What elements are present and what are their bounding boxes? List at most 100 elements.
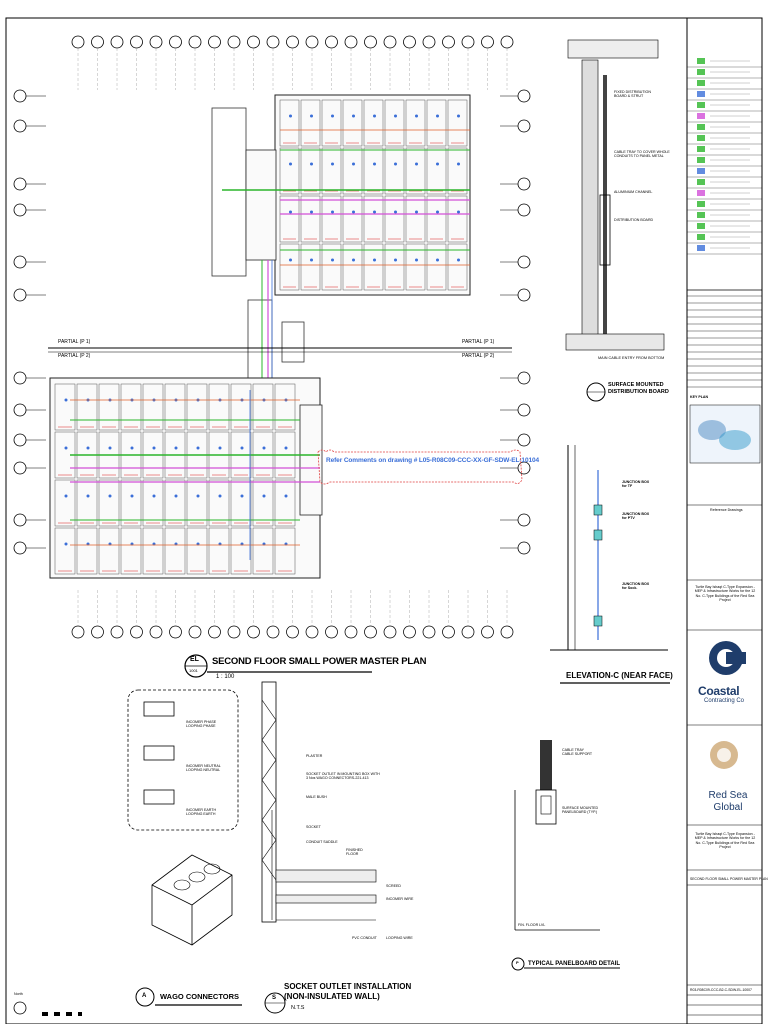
grid-bubble xyxy=(227,625,241,639)
room xyxy=(120,527,142,575)
legend-symbol xyxy=(697,102,705,108)
project-desc-top: Turtle Bay Ishaqt C-Type Expansion - MEP… xyxy=(694,585,756,603)
grid-bubble xyxy=(13,433,27,447)
room xyxy=(342,243,363,291)
room xyxy=(426,243,447,291)
grid-bubble xyxy=(517,203,531,217)
socket-symbol xyxy=(289,114,292,118)
room xyxy=(54,383,76,431)
socket-symbol xyxy=(436,210,439,214)
socket-symbol xyxy=(415,210,418,214)
legend-symbol xyxy=(697,135,705,141)
room xyxy=(164,383,186,431)
grid-bubble xyxy=(149,625,163,639)
grid-bubble xyxy=(266,625,280,639)
grid-bubble xyxy=(403,625,416,639)
socket-symbol xyxy=(457,210,460,214)
db-label-fixed: FIXED DISTRIBUTION BOARD & STRUT xyxy=(614,90,651,99)
grid-bubble xyxy=(266,35,280,49)
db-label-tray: CABLE TRAY TO COVER WHOLE CONDUITS TO PA… xyxy=(614,150,670,159)
grid-bubble xyxy=(517,541,531,555)
socket-label-saddle: CONDUIT SADDLE xyxy=(306,840,338,844)
room xyxy=(300,195,321,243)
grid-bubble xyxy=(364,35,377,49)
grid-bubble xyxy=(305,625,319,639)
room xyxy=(274,527,296,575)
legend-symbol xyxy=(697,234,705,240)
grid-bubble xyxy=(344,625,358,639)
room xyxy=(342,147,363,195)
grid-bubble xyxy=(517,177,531,191)
grid-bubble xyxy=(13,255,27,269)
socket-symbol xyxy=(174,494,178,498)
room xyxy=(363,195,384,243)
socket-symbol xyxy=(394,114,397,118)
socket-symbol xyxy=(196,446,200,450)
room xyxy=(279,243,300,291)
socket-symbol xyxy=(373,258,376,262)
grid-bubble xyxy=(305,35,319,49)
socket-symbol xyxy=(289,210,292,214)
socket-symbol xyxy=(394,210,397,214)
lower-building-plan xyxy=(49,377,323,579)
socket-symbol xyxy=(310,162,313,166)
grid-bubble xyxy=(422,35,436,49)
grid-bubble xyxy=(13,403,27,417)
grid-bubble xyxy=(481,35,494,49)
room xyxy=(76,383,98,431)
plan-tag-bottom: 1001 xyxy=(189,668,198,673)
panelboard-tag: P xyxy=(516,960,519,965)
grid-bubble xyxy=(169,35,182,49)
grid-bubbles-left xyxy=(13,89,46,555)
wago-title: WAGO CONNECTORS xyxy=(160,992,240,1001)
socket-symbol xyxy=(130,494,134,498)
reference-heading: Reference Drawings xyxy=(710,508,743,512)
elevation-c-detail xyxy=(550,445,670,684)
socket-symbol xyxy=(289,258,292,262)
room xyxy=(230,527,252,575)
elevation-title: ELEVATION-C (NEAR FACE) xyxy=(566,671,673,680)
room xyxy=(279,195,300,243)
grid-bubble xyxy=(517,403,531,417)
wago-label-earth: INCOMER EARTH LOOPING EARTH xyxy=(186,808,217,817)
room xyxy=(54,527,76,575)
room xyxy=(164,479,186,527)
socket-symbol xyxy=(352,114,355,118)
socket-symbol xyxy=(331,258,334,262)
legend-symbol xyxy=(697,80,705,86)
grid-bubble xyxy=(13,541,27,555)
socket-label-looping: LOOPING WIRE xyxy=(386,936,413,940)
room xyxy=(342,99,363,147)
socket-symbol xyxy=(86,494,90,498)
socket-symbol xyxy=(394,258,397,262)
grid-bubble xyxy=(13,371,27,385)
socket-symbol xyxy=(373,162,376,166)
room xyxy=(405,243,426,291)
grid-bubble xyxy=(13,513,27,527)
db-label-channel: ALUMINIUM CHANNEL xyxy=(614,190,653,194)
room xyxy=(208,527,230,575)
drawing-number: R03-R08C09-CCC-B2-C-SDW-EL-10007 xyxy=(690,988,752,992)
socket-symbol xyxy=(352,258,355,262)
grid-bubble xyxy=(13,89,27,103)
grid-bubble xyxy=(500,625,514,639)
room xyxy=(279,99,300,147)
room xyxy=(426,195,447,243)
grid-bubble xyxy=(91,35,104,49)
grid-bubble xyxy=(71,625,85,639)
room xyxy=(98,383,120,431)
grid-bubble xyxy=(110,625,124,639)
grid-bubble xyxy=(517,433,531,447)
room xyxy=(426,147,447,195)
room xyxy=(208,479,230,527)
socket-symbol xyxy=(331,210,334,214)
grid-bubble xyxy=(344,35,358,49)
elevation-label-tf: JUNCTION BOX for TF xyxy=(622,480,650,489)
grid-bubble xyxy=(325,625,338,639)
socket-symbol xyxy=(174,446,178,450)
grid-bubble xyxy=(383,625,397,639)
room xyxy=(321,243,342,291)
grid-bubble xyxy=(461,35,475,49)
room xyxy=(405,195,426,243)
